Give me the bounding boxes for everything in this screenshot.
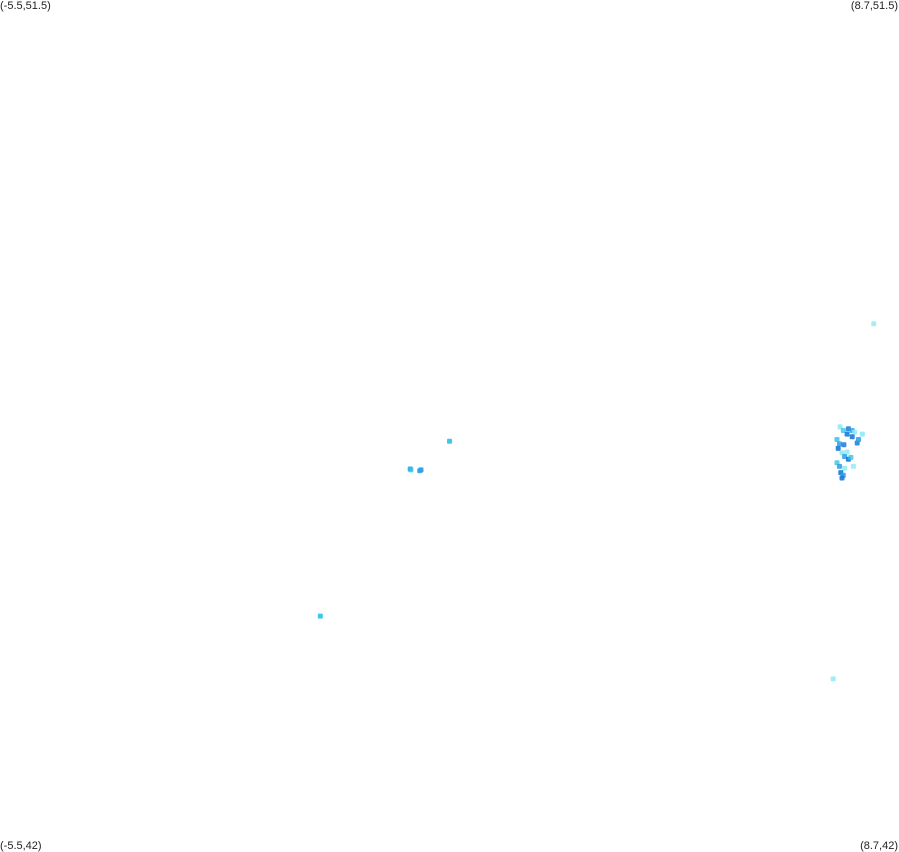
- map-point: [834, 437, 840, 442]
- map-point: [839, 475, 845, 481]
- map-point: [844, 431, 850, 437]
- map-point: [848, 454, 854, 460]
- map-point: [841, 442, 847, 448]
- map-point: [835, 445, 841, 451]
- map-point: [317, 613, 323, 619]
- corner-label-bottom-left: (-5.5,42): [0, 840, 42, 852]
- points-layer: [317, 321, 877, 682]
- map-point: [837, 441, 842, 447]
- map-point: [845, 426, 851, 432]
- map-point: [849, 434, 855, 440]
- map-point: [837, 463, 842, 469]
- map-point: [871, 321, 877, 327]
- map-point: [844, 449, 850, 455]
- map-point: [856, 437, 861, 442]
- map-point: [417, 468, 423, 474]
- corner-label-bottom-right: (8.7,42): [860, 840, 898, 852]
- map-point: [840, 428, 846, 433]
- map-point: [850, 463, 856, 469]
- corner-label-top-right: (8.7,51.5): [850, 0, 898, 12]
- corner-label-top-left: (-5.5,51.5): [0, 0, 51, 12]
- map-point: [842, 454, 848, 459]
- map-point: [842, 465, 848, 471]
- map-point: [852, 429, 858, 435]
- map-point: [408, 467, 414, 473]
- map-point: [830, 676, 836, 682]
- map-point: [859, 431, 865, 437]
- map-point: [447, 438, 452, 444]
